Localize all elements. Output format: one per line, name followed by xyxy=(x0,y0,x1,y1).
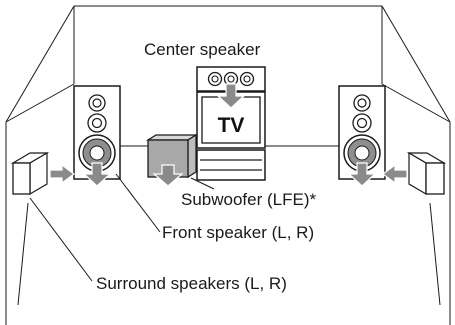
subwoofer-arrow-down-icon xyxy=(152,164,184,187)
surround-speaker-right xyxy=(406,151,447,196)
surround-right-arrow-left-icon xyxy=(382,163,408,185)
center-arrow-down-icon xyxy=(216,83,246,109)
surround-speakers-label: Surround speakers (L, R) xyxy=(96,274,287,293)
surround-left-arrow-right-icon xyxy=(49,163,75,185)
front-speaker-label: Front speaker (L, R) xyxy=(162,223,314,242)
callout-lines xyxy=(17,173,441,306)
sound-arrows xyxy=(49,83,408,187)
room-outline xyxy=(5,5,451,325)
subwoofer-label: Subwoofer (LFE)* xyxy=(181,190,316,209)
tv-label: TV xyxy=(218,114,245,137)
center-speaker-label: Center speaker xyxy=(144,40,261,59)
front-right-arrow-down-icon xyxy=(347,162,377,187)
surround-speaker-left xyxy=(10,151,50,196)
front-left-arrow-down-icon xyxy=(82,162,112,187)
